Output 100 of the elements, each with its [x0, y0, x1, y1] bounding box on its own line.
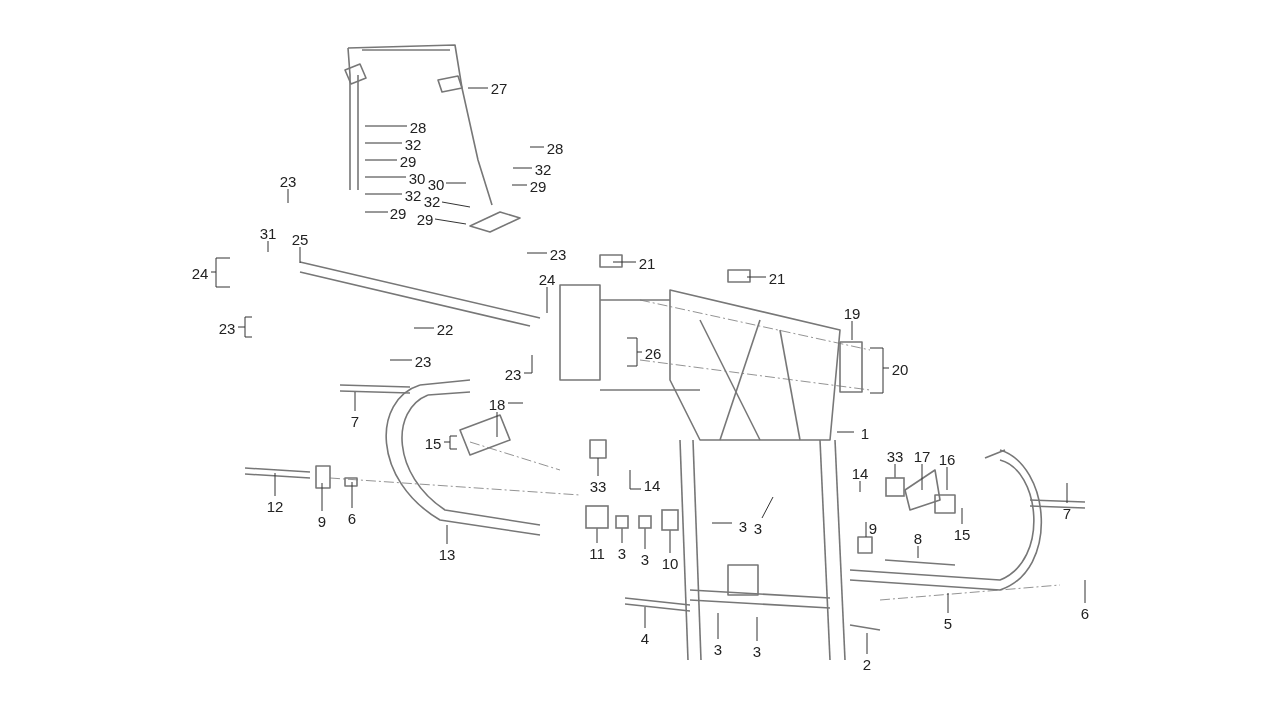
- leader-line: [851, 320, 853, 341]
- leader-line: [299, 246, 301, 264]
- callout-number: 32: [534, 160, 552, 176]
- callout-number: 29: [399, 152, 417, 168]
- callout-number: 29: [529, 177, 547, 193]
- leader-line: [364, 142, 403, 144]
- callout-number: 20: [891, 360, 909, 376]
- leader-line: [512, 167, 533, 169]
- leader-line: [894, 463, 896, 479]
- leader-line: [526, 252, 548, 254]
- callout-number: 7: [1062, 504, 1072, 520]
- leader-line: [961, 507, 963, 525]
- callout-number: 26: [644, 344, 662, 360]
- callout-number: 23: [504, 365, 522, 381]
- callout-number: 3: [640, 550, 650, 566]
- leader-line: [946, 466, 948, 491]
- callout-number: 23: [414, 352, 432, 368]
- leader-line: [443, 435, 458, 450]
- callout-number: 29: [389, 204, 407, 220]
- leader-line: [529, 146, 545, 148]
- callout-number: 30: [408, 169, 426, 185]
- callout-number: 24: [538, 270, 556, 286]
- leader-line: [865, 521, 867, 538]
- callout-number: 33: [589, 477, 607, 493]
- leader-line: [597, 457, 599, 477]
- leader-line: [947, 592, 949, 614]
- callout-number: 13: [438, 545, 456, 561]
- callout-number: 3: [752, 642, 762, 658]
- leader-line: [364, 125, 408, 127]
- callout-number: 10: [661, 554, 679, 570]
- callout-number: 6: [1080, 604, 1090, 620]
- leader-line: [321, 482, 323, 512]
- hardware-part: [885, 477, 905, 497]
- leader-line: [441, 201, 471, 208]
- hardware-part: [585, 505, 609, 529]
- leader-line: [434, 218, 467, 225]
- leader-line: [511, 184, 528, 186]
- leader-line: [836, 431, 855, 433]
- callout-number: 18: [488, 395, 506, 411]
- leader-line: [523, 354, 533, 374]
- callout-number: 3: [738, 517, 748, 533]
- leader-line: [1084, 579, 1086, 604]
- leader-line: [629, 469, 642, 490]
- callout-number: 2: [862, 655, 872, 671]
- leader-line: [413, 327, 435, 329]
- leader-line: [761, 496, 774, 519]
- callout-number: 15: [424, 434, 442, 450]
- callout-number: 3: [753, 519, 763, 535]
- callout-number: 5: [943, 614, 953, 630]
- leader-line: [669, 529, 671, 554]
- leader-line: [237, 316, 253, 338]
- callout-number: 8: [913, 529, 923, 545]
- leader-line: [445, 182, 467, 184]
- leader-line: [210, 257, 231, 288]
- callout-number: 17: [913, 447, 931, 463]
- callout-number: 33: [886, 447, 904, 463]
- callout-number: 6: [347, 509, 357, 525]
- callout-number: 7: [350, 412, 360, 428]
- callout-number: 16: [938, 450, 956, 466]
- leader-line: [717, 612, 719, 640]
- leader-line: [756, 616, 758, 642]
- callout-number: 4: [640, 629, 650, 645]
- leader-line: [621, 527, 623, 544]
- leader-line: [364, 159, 398, 161]
- callout-number: 22: [436, 320, 454, 336]
- leader-line: [859, 480, 861, 493]
- leader-line: [644, 606, 646, 629]
- leader-line: [921, 463, 923, 491]
- callout-number: 3: [617, 544, 627, 560]
- leader-line: [274, 472, 276, 497]
- callout-number: 15: [953, 525, 971, 541]
- leader-line: [364, 176, 407, 178]
- callout-number: 21: [768, 269, 786, 285]
- hardware-part: [661, 509, 679, 531]
- leader-line: [364, 193, 403, 195]
- callout-number: 32: [404, 135, 422, 151]
- leader-line: [644, 527, 646, 550]
- leader-line: [596, 527, 598, 544]
- callout-number: 31: [259, 224, 277, 240]
- callout-number: 32: [423, 192, 441, 208]
- callout-number: 21: [638, 254, 656, 270]
- leader-line: [869, 347, 890, 394]
- leader-line: [446, 524, 448, 545]
- callout-number: 11: [589, 544, 605, 560]
- leader-line: [354, 391, 356, 412]
- leader-line: [496, 402, 524, 438]
- callout-number: 14: [851, 464, 869, 480]
- callout-number: 32: [404, 186, 422, 202]
- callout-number: 12: [266, 497, 284, 513]
- leader-line: [351, 481, 353, 509]
- callout-number: 24: [191, 264, 209, 280]
- leader-line: [267, 240, 269, 253]
- leader-line: [467, 87, 489, 89]
- callout-number: 28: [546, 139, 564, 155]
- leader-line: [866, 632, 868, 655]
- leader-line: [1066, 482, 1068, 504]
- leader-line: [626, 337, 643, 367]
- callout-number: 19: [843, 304, 861, 320]
- callout-number: 14: [643, 476, 661, 492]
- leader-line: [746, 276, 767, 278]
